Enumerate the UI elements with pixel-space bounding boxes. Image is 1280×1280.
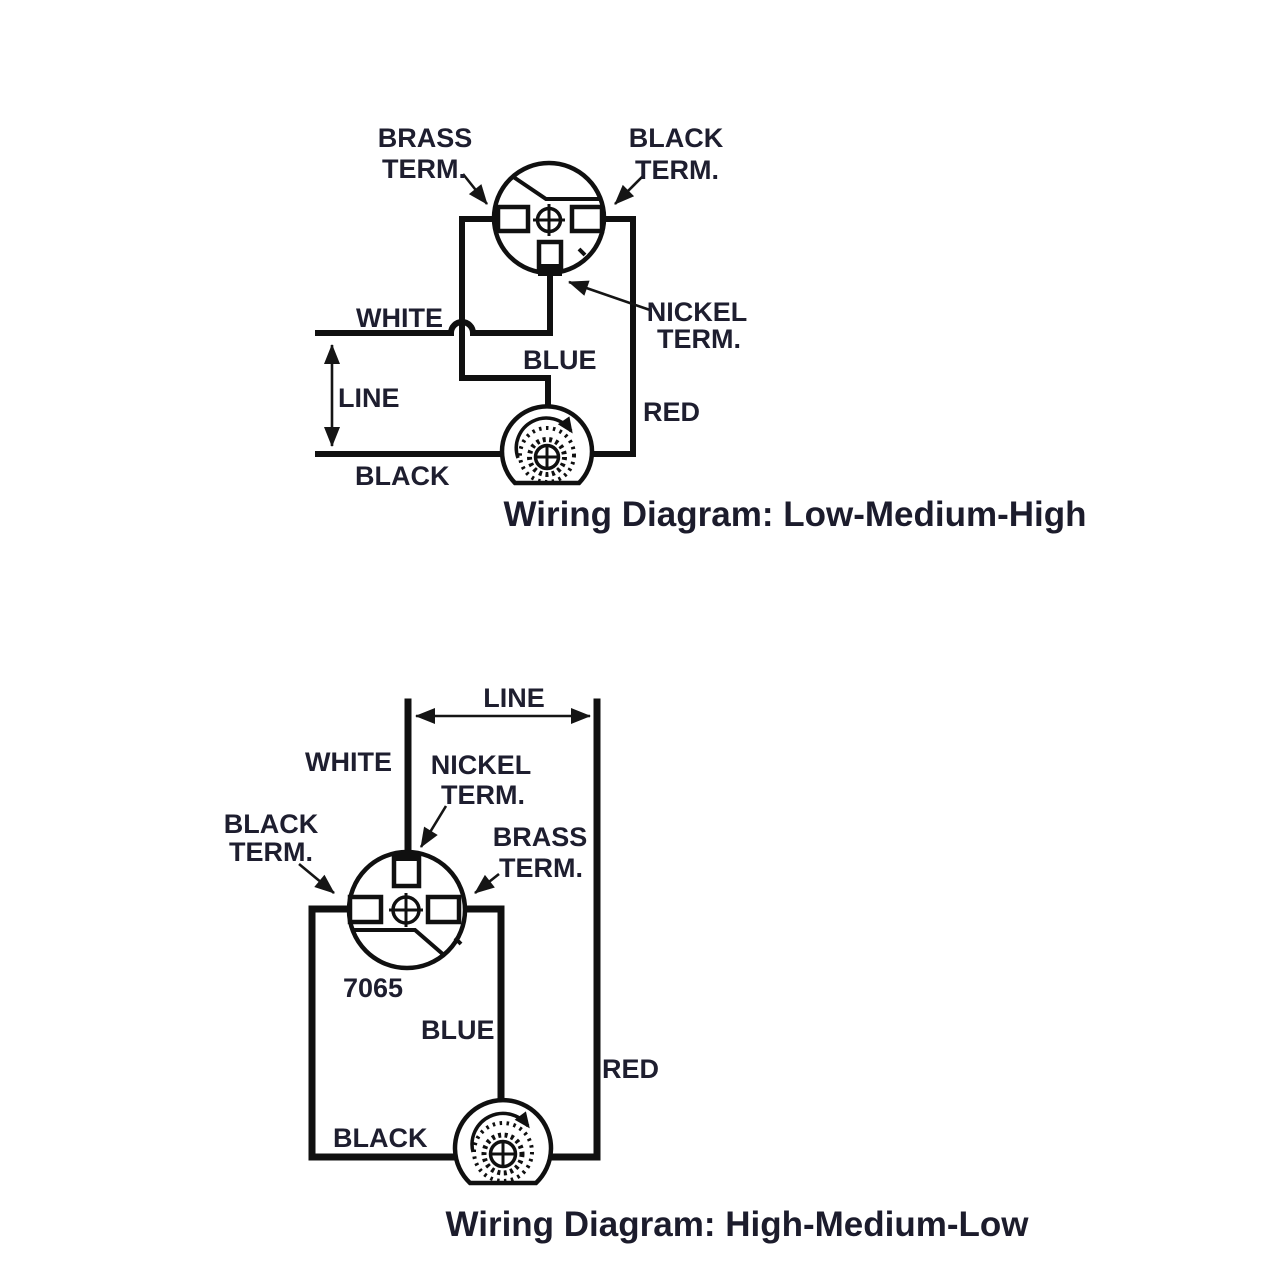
white-wire-label: WHITE [305,747,392,777]
black-wire [308,905,461,1161]
line-label: LINE [338,383,400,413]
switch-screw [533,204,565,236]
red-wire [588,216,636,457]
brass-term-label-line2: TERM. [382,154,466,184]
white-wire-label: WHITE [356,303,443,333]
blue-wire-label: BLUE [421,1015,495,1045]
motor-stator [472,1121,534,1183]
nickel-term-pointer [568,280,651,312]
black-terminal [569,204,605,234]
diagram-bottom-caption: Wiring Diagram: High-Medium-Low [446,1205,1030,1244]
brass-term-label-line1: BRASS [378,123,473,153]
rotation-arrow [470,1111,530,1153]
brass-term-pointer [474,872,500,895]
switch-notch [453,936,463,946]
switch-keyway [510,174,601,201]
white-wire [315,269,553,336]
brass-terminal [425,894,462,925]
switch-notch [577,247,587,257]
diagram-low-medium-high: BRASS TERM. BLACK TERM. NICKEL TERM. WHI… [315,123,1087,534]
black-term-label-line2: TERM. [635,155,719,185]
blue-wire [453,905,505,1106]
rotation-arrow [514,416,573,459]
switch-screw [389,893,423,927]
brass-term-pointer [461,173,489,205]
nickel-terminal-contact [538,264,562,276]
black-term-pointer [298,862,335,895]
speed-switch-symbol [491,160,607,276]
motor-shaft-cross [491,1142,515,1166]
diagram-high-medium-low: LINE WHITE NICKEL TERM. BLACK TERM. BRAS… [224,683,1030,1244]
red-wire-label: RED [602,1054,659,1084]
brass-terminal [495,204,531,234]
motor-symbol [452,1097,554,1186]
brass-term-label-line2: TERM. [499,853,583,883]
motor-shaft-cross [536,446,558,468]
black-wire-label: BLACK [333,1123,428,1153]
motor-stator [518,426,576,484]
black-term-label-line2: TERM. [229,837,313,867]
red-wire-label: RED [643,397,700,427]
nickel-term-pointer [419,805,448,848]
nickel-term-label-line2: TERM. [657,324,741,354]
blue-wire-label: BLUE [523,345,597,375]
black-terminal [347,894,384,925]
brass-term-label-line1: BRASS [493,822,588,852]
diagram-top-caption: Wiring Diagram: Low-Medium-High [504,495,1087,534]
line-label: LINE [483,683,545,713]
black-wire-label: BLACK [355,461,450,491]
nickel-term-label-line2: TERM. [441,780,525,810]
black-term-pointer [614,175,644,205]
speed-switch-symbol [346,849,468,971]
red-wire [546,698,601,1161]
nickel-term-label-line1: NICKEL [647,297,748,327]
switch-keyway [353,928,447,958]
black-term-label-line1: BLACK [224,809,319,839]
blue-wire [459,216,551,411]
switch-part-number: 7065 [343,973,403,1003]
black-term-label-line1: BLACK [629,123,724,153]
nickel-term-label-line1: NICKEL [431,750,532,780]
motor-symbol [499,404,595,486]
nickel-terminal-contact [396,851,418,861]
